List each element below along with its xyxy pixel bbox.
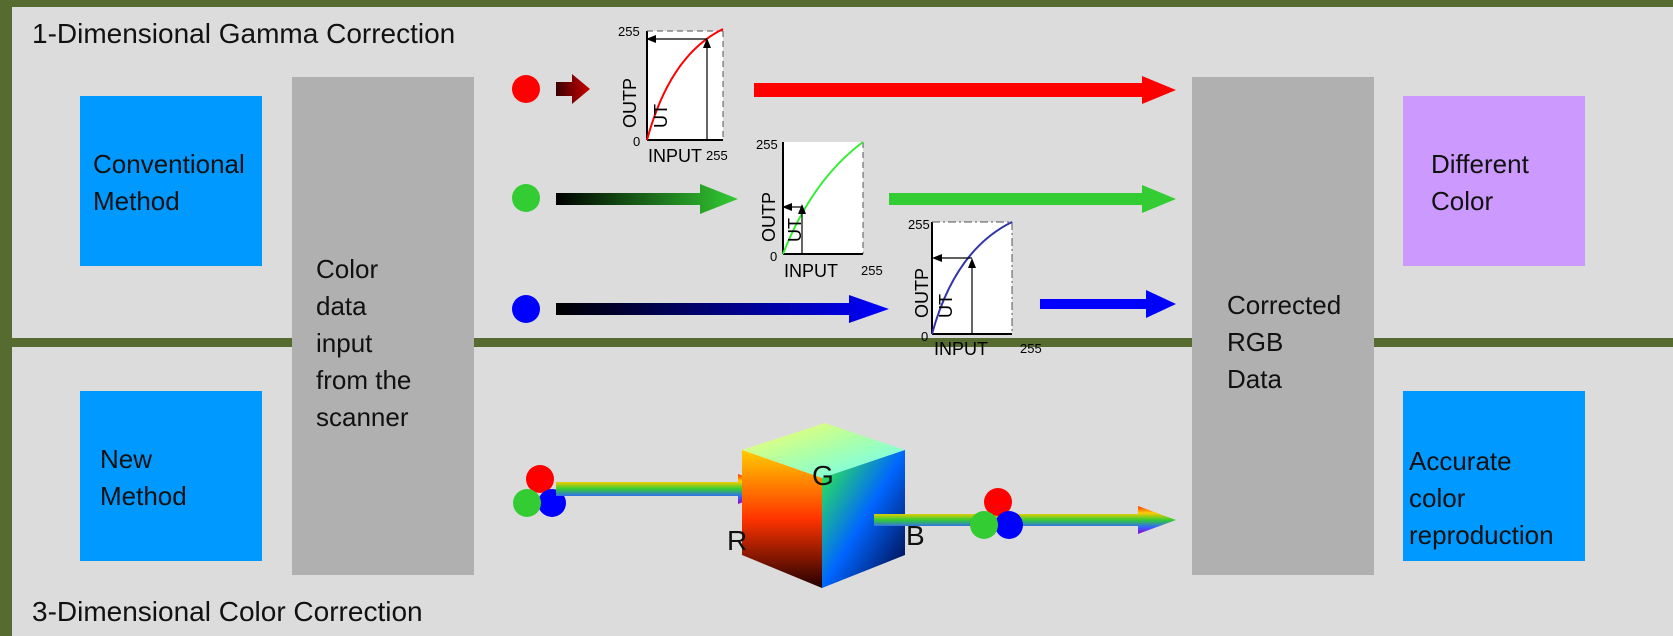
top-title: 1-Dimensional Gamma Correction bbox=[32, 18, 456, 49]
corrected-rgb-data-box: Corrected RGB Data bbox=[1192, 77, 1374, 575]
green-curve-max-label: 255 bbox=[756, 137, 778, 152]
bottom-title: 3-Dimensional Color Correction bbox=[32, 596, 423, 627]
blue-curve-input-label: INPUT bbox=[934, 339, 988, 359]
green-gradient-arrow bbox=[556, 184, 738, 214]
rgb-cluster-output bbox=[970, 488, 1023, 539]
cube-label-b: B bbox=[906, 520, 925, 551]
red-curve-min-label: 0 bbox=[633, 134, 640, 149]
green-curve-output2-label: UT bbox=[785, 218, 805, 242]
rainbow-arrow-left bbox=[556, 474, 778, 504]
green-dot bbox=[512, 184, 540, 212]
blue-gamma-curve: 255 0 INPUT 255 OUTP UT bbox=[908, 217, 1042, 359]
green-curve-xmax-label: 255 bbox=[861, 263, 883, 278]
green-long-arrow bbox=[889, 185, 1176, 213]
blue-gradient-arrow bbox=[556, 295, 889, 323]
green-curve-min-label: 0 bbox=[770, 249, 777, 264]
blue-curve-max-label: 255 bbox=[908, 217, 930, 232]
cube-label-g: G bbox=[812, 460, 834, 491]
accurate-color-box: Accurate color reproduction bbox=[1403, 391, 1585, 561]
blue-curve-min-label: 0 bbox=[921, 329, 928, 344]
blue-dot bbox=[512, 295, 540, 323]
red-curve-xmax-label: 255 bbox=[706, 148, 728, 163]
red-short-arrow bbox=[556, 74, 590, 104]
red-dot bbox=[512, 75, 540, 103]
color-cube: G R B bbox=[727, 423, 925, 588]
green-curve-input-label: INPUT bbox=[784, 261, 838, 281]
blue-short-arrow bbox=[1040, 290, 1176, 318]
red-long-arrow bbox=[754, 76, 1176, 104]
different-color-box: Different Color bbox=[1403, 96, 1585, 266]
red-curve-output2-label: UT bbox=[651, 104, 671, 128]
blue-curve-xmax-label: 255 bbox=[1020, 341, 1042, 356]
red-curve-max-label: 255 bbox=[618, 24, 640, 39]
green-curve-output-label: OUTP bbox=[759, 192, 779, 242]
color-data-input-box: Color data input from the scanner bbox=[292, 77, 474, 575]
conventional-method-box: Conventional Method bbox=[80, 96, 262, 266]
red-gamma-curve: 255 0 INPUT 255 OUTP UT bbox=[618, 24, 728, 166]
rainbow-arrow-right bbox=[874, 506, 1176, 534]
blue-curve-output-label: OUTP bbox=[912, 268, 932, 318]
cube-label-r: R bbox=[727, 525, 747, 556]
green-gamma-curve: 255 0 INPUT 255 OUTP UT bbox=[756, 137, 883, 281]
red-curve-input-label: INPUT bbox=[648, 146, 702, 166]
red-curve-output-label: OUTP bbox=[620, 78, 640, 128]
new-method-box: New Method bbox=[80, 391, 262, 561]
blue-curve-output2-label: UT bbox=[936, 294, 956, 318]
